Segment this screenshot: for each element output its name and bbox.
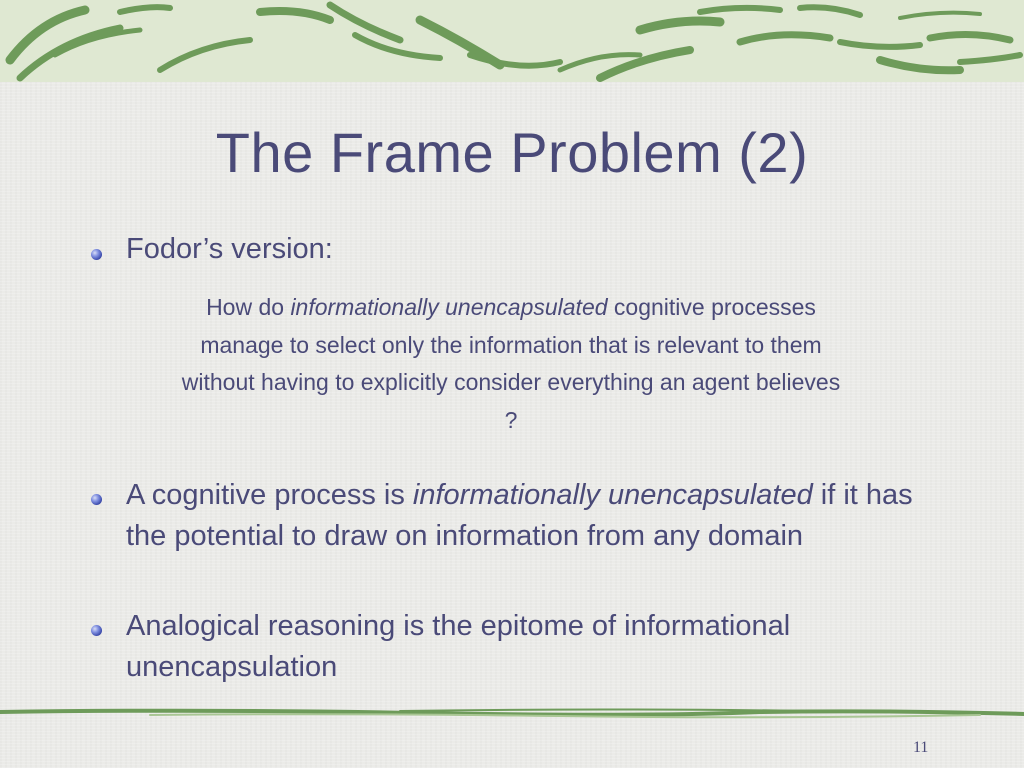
bullet-2-emphasis: informationally unencapsulated — [412, 479, 813, 511]
bullet-1-text: Fodor’s version: — [126, 233, 333, 265]
brush-stroke-divider — [0, 708, 1024, 719]
decorative-leaf-band — [0, 0, 1024, 82]
quote-block: How do informationally unencapsulated co… — [180, 289, 842, 439]
leaf-swirl-decoration — [5, 1, 1023, 82]
quote-emphasis: informationally unencapsulated — [290, 294, 608, 320]
bullet-3-icon — [91, 625, 102, 636]
slide-title: The Frame Problem (2) — [215, 121, 809, 184]
quote-lead: How do — [206, 294, 291, 320]
bullet-2-text: A cognitive process is informationally u… — [126, 475, 946, 557]
bullet-1-icon — [91, 249, 102, 260]
bullet-2-rest: if it has the potential to draw on infor… — [126, 479, 913, 552]
bullet-2-icon — [91, 494, 102, 505]
bullet-2-lead: A cognitive process is — [126, 479, 413, 511]
page-number: 11 — [913, 739, 929, 756]
quote-rest: cognitive processes manage to select onl… — [181, 294, 841, 433]
bullet-3-text: Analogical reasoning is the epitome of i… — [126, 610, 791, 683]
